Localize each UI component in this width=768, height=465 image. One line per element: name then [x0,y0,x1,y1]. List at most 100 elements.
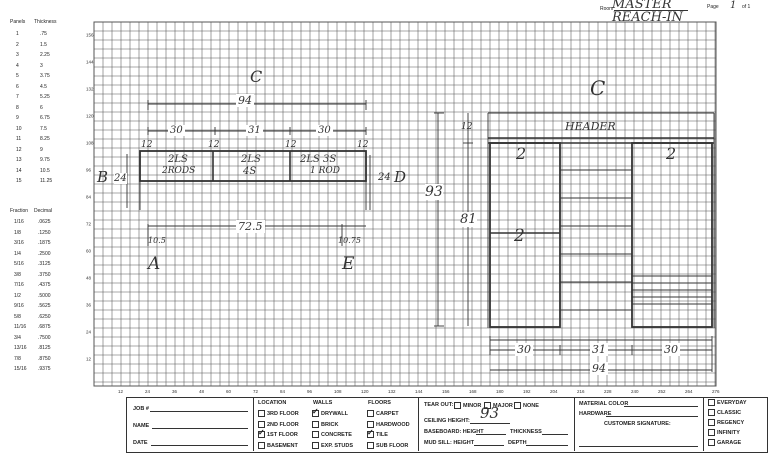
x-axis-label: 240 [631,389,639,394]
checkbox-icon[interactable] [367,420,374,428]
decimal-value: .6250 [38,313,51,320]
fraction-row: 3/8.3750 [10,270,51,281]
product-option[interactable]: INFINITY [708,429,747,439]
product-option[interactable]: CLASSIC [708,409,747,419]
signature-field[interactable] [579,440,698,447]
divider-3 [574,397,575,451]
x-axis-label: 168 [469,389,477,394]
decimal-value: .4375 [38,282,51,289]
checkbox-icon[interactable] [708,439,715,446]
material-field[interactable] [624,400,698,407]
ceiling-label: CEILING HEIGHT: [424,418,470,424]
checkbox-icon[interactable] [258,420,265,428]
checkbox-option[interactable]: SUB FLOOR [367,441,410,453]
fraction-row: 7/16 .4375 [10,280,51,291]
offset-left: 10.5 [148,236,166,245]
name-field[interactable] [152,422,248,429]
checkbox-label: HARDWOOD [376,421,410,428]
y-axis-label: 12 [86,357,92,362]
x-axis-label: 276 [712,389,720,394]
fraction-value: 3/8 [14,271,21,278]
checkbox-icon[interactable] [367,441,374,449]
gap-4: 12 [357,140,369,150]
walls-title: WALLS [313,400,333,406]
sec1-bot: 2RODS [162,166,196,176]
checkbox-icon[interactable] [708,429,715,436]
product-option-label: REGENCY [717,419,745,426]
checkbox-icon[interactable] [312,441,319,449]
thickness-label: THICKNESS [510,429,542,435]
checkbox-option[interactable]: 2ND FLOOR [258,420,299,432]
checkbox-icon[interactable] [708,419,715,426]
product-option[interactable]: EVERYDAY [708,399,747,409]
checkbox-icon[interactable] [258,410,265,417]
fraction-value: 7/16 [14,282,24,289]
job-field[interactable] [150,405,248,412]
hardware-field[interactable] [606,410,698,417]
signature-label: CUSTOMER SIGNATURE: [604,421,671,427]
checkbox-icon[interactable] [367,428,374,438]
checkbox-icon[interactable] [258,441,265,449]
floors-title: FLOORS [368,400,391,406]
checkbox-option[interactable]: 3RD FLOOR [258,410,299,421]
baseboard-height-field[interactable] [476,428,506,435]
grid-border [93,21,717,387]
mid-span: 72.5 [236,220,265,233]
date-field[interactable] [151,439,248,446]
checkbox-option[interactable]: BRICK [312,420,353,432]
fraction-value: 7/8 [14,355,21,362]
x-axis-label: 96 [307,389,313,394]
depth-field[interactable] [526,439,568,446]
checkbox-icon[interactable] [312,407,319,417]
mudsill-height-field[interactable] [474,439,504,446]
panels-count: 4 [16,62,19,69]
tearout-major[interactable]: MAJOR [484,402,513,409]
checkbox-option[interactable]: DRYWALL [312,407,353,421]
ceiling-field[interactable] [470,417,510,424]
panels-thickness: 8.25 [40,136,50,143]
fraction-row: 15/16.9375 [10,364,51,375]
wall-a-letter: A [148,254,161,274]
panels-header: Panels [10,19,26,26]
panels-thickness: 9 [40,146,43,153]
checkbox-label: CONCRETE [321,431,352,438]
checkbox-icon[interactable] [258,428,265,438]
product-option[interactable]: REGENCY [708,419,747,429]
product-option[interactable]: GARAGE [708,439,747,449]
fraction-value: 1/16 [14,219,24,226]
seg-left: 30 [168,125,185,136]
decimal-value: .1250 [38,229,51,236]
checkbox-option[interactable]: EXP. STUDS [312,441,353,453]
height-total: 93 [425,184,443,200]
thickness-field[interactable] [542,428,568,435]
y-axis-label: 156 [86,33,94,38]
fraction-row: 9/16.5625 [10,301,51,312]
gap-1: 12 [141,140,153,150]
checkbox-option[interactable]: CONCRETE [312,431,353,442]
checkbox-option[interactable]: HARDWOOD [367,420,410,432]
checkbox-icon[interactable] [708,409,715,416]
tearout-minor[interactable]: MINOR [454,402,481,409]
page-value: 1 [730,0,737,11]
checkbox-option[interactable]: 1ST FLOOR [258,428,299,442]
tearout-none[interactable]: NONE [514,402,539,409]
checkbox-icon[interactable] [312,431,319,438]
name-label: NAME [133,423,150,429]
right-wall-letter: C [590,76,606,100]
panels-row: 1.75 [10,29,52,40]
checkbox-icon[interactable] [708,399,715,406]
fraction-row: 5/8.6250 [10,312,51,323]
checkbox-option[interactable]: CARPET [367,410,410,421]
checkbox-icon[interactable] [312,420,319,428]
product-option-label: EVERYDAY [717,399,747,406]
fraction-table: Fraction Decimal [10,206,52,217]
panels-count: 11 [16,136,22,143]
checkbox-label: TILE [376,431,388,438]
checkbox-option[interactable]: TILE [367,428,410,442]
checkbox-icon[interactable] [367,410,374,417]
panels-count: 15 [16,178,22,185]
checkbox-option[interactable]: BASEMENT [258,441,299,453]
